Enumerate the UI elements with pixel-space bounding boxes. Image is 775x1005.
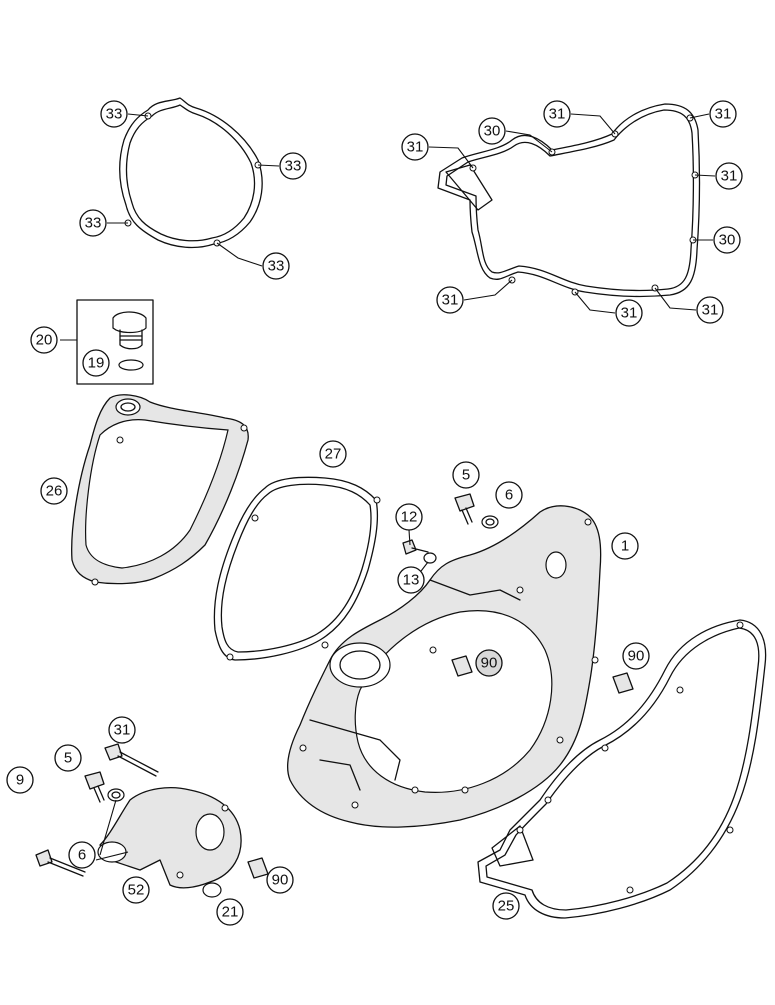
clutch-gasket-27 [213, 476, 381, 661]
seal-ring-6b [107, 788, 125, 802]
callout-90: 90 [475, 649, 503, 677]
callout-31: 31 [696, 296, 724, 324]
callout-52: 52 [122, 876, 150, 904]
dowel-sleeve-90b [612, 672, 634, 694]
outer-clutch-cover [71, 394, 249, 586]
svg-text:31: 31 [721, 168, 738, 185]
svg-text:33: 33 [285, 158, 302, 175]
svg-text:52: 52 [128, 882, 145, 899]
callout-1: 1 [611, 532, 639, 560]
callout-31: 31 [108, 716, 136, 744]
svg-text:31: 31 [702, 302, 719, 319]
svg-text:31: 31 [442, 292, 459, 309]
callout-90: 90 [266, 866, 294, 894]
callout-27: 27 [319, 440, 347, 468]
callouts: 33 33 33 33 31 30 31 31 31 30 31 31 31 2… [6, 100, 743, 926]
svg-text:31: 31 [114, 722, 131, 739]
callout-12: 12 [395, 503, 423, 531]
screw-12 [402, 539, 429, 555]
svg-text:27: 27 [325, 446, 342, 463]
dowel-sleeve-90a [451, 655, 473, 677]
svg-text:13: 13 [403, 572, 420, 589]
plug-screw-5 [454, 493, 475, 525]
svg-text:5: 5 [462, 467, 470, 484]
callout-31: 31 [615, 299, 643, 327]
callout-30: 30 [478, 117, 506, 145]
callout-19: 19 [82, 349, 110, 377]
svg-text:6: 6 [505, 487, 513, 504]
svg-text:90: 90 [628, 648, 645, 665]
callout-33: 33 [100, 100, 128, 128]
callout-90: 90 [622, 642, 650, 670]
svg-text:30: 30 [484, 123, 501, 140]
callout-30: 30 [713, 226, 741, 254]
outer-gasket-25 [477, 619, 767, 919]
svg-text:30: 30 [719, 232, 736, 249]
callout-33: 33 [79, 209, 107, 237]
callout-13: 13 [397, 566, 425, 594]
callout-31: 31 [715, 162, 743, 190]
seal-ring-13 [423, 552, 437, 564]
clutch-cover-gasket [437, 103, 701, 298]
svg-text:33: 33 [268, 258, 285, 275]
svg-text:19: 19 [88, 355, 105, 372]
svg-text:90: 90 [481, 655, 498, 672]
callout-31: 31 [401, 133, 429, 161]
svg-text:12: 12 [401, 509, 418, 526]
svg-text:33: 33 [85, 215, 102, 232]
svg-text:1: 1 [621, 538, 629, 555]
ignition-cover-gasket [119, 97, 263, 249]
callout-33: 33 [262, 252, 290, 280]
callout-20: 20 [30, 326, 58, 354]
callout-5: 5 [54, 744, 82, 772]
bolt-9 [35, 849, 86, 877]
callout-6: 6 [68, 841, 96, 869]
o-ring-21 [202, 882, 222, 898]
svg-text:25: 25 [498, 898, 515, 915]
callout-31: 31 [436, 286, 464, 314]
svg-text:33: 33 [106, 106, 123, 123]
svg-text:26: 26 [46, 483, 63, 500]
water-pump-cover [97, 787, 242, 889]
callout-33: 33 [279, 152, 307, 180]
seal-ring-6 [481, 515, 499, 529]
svg-text:31: 31 [549, 106, 566, 123]
dowel-sleeve-90c [247, 857, 269, 879]
callout-5: 5 [452, 461, 480, 489]
leader-lines [60, 113, 716, 861]
callout-25: 25 [492, 892, 520, 920]
callout-9: 9 [6, 766, 34, 794]
svg-text:21: 21 [222, 904, 239, 921]
bolt-31 [104, 743, 159, 777]
svg-text:31: 31 [407, 139, 424, 156]
callout-21: 21 [216, 898, 244, 926]
svg-text:31: 31 [621, 305, 638, 322]
callout-31: 31 [709, 100, 737, 128]
svg-text:31: 31 [715, 106, 732, 123]
svg-text:5: 5 [64, 750, 72, 767]
callout-26: 26 [40, 477, 68, 505]
callout-6: 6 [495, 481, 523, 509]
svg-text:6: 6 [78, 847, 86, 864]
svg-text:20: 20 [36, 332, 53, 349]
callout-31: 31 [543, 100, 571, 128]
svg-text:9: 9 [16, 772, 24, 789]
svg-text:90: 90 [272, 872, 289, 889]
oil-plug-kit-box [76, 299, 154, 385]
plug-screw-5b [84, 771, 105, 803]
main-engine-cover [286, 505, 602, 828]
